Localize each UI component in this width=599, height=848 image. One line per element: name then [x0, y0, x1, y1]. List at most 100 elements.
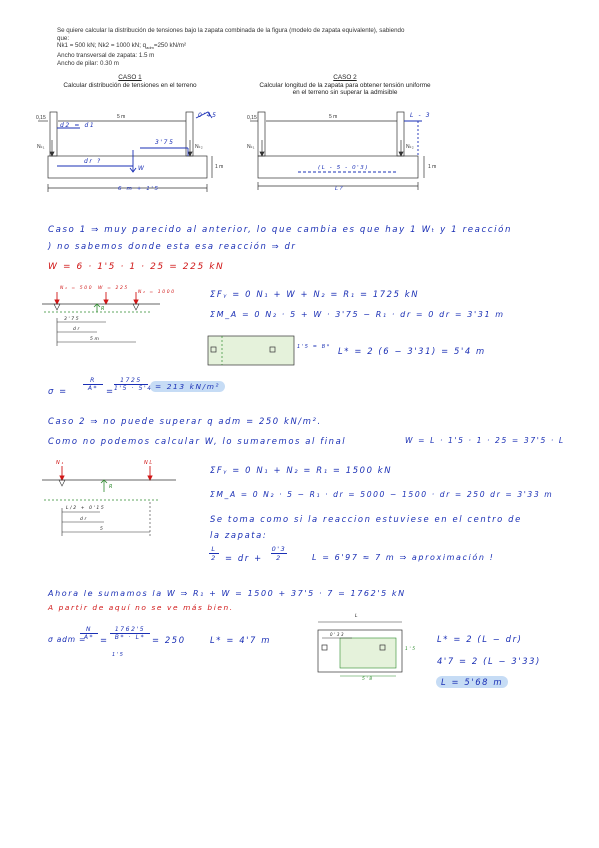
s2-frac-L-den: 2 — [211, 554, 217, 562]
s3-plan-inner: 0'33 — [330, 632, 346, 637]
problem-statement: Se quiere calcular la distribución de te… — [57, 27, 577, 67]
statement-line-5: Ancho de pilar: 0.30 m — [57, 59, 119, 67]
case1-footing-diagram — [38, 111, 213, 192]
s3-frac2-den: B* · L* — [114, 634, 146, 641]
s1-line-2: ) no sabemos donde esta esa reacción ⇒ d… — [48, 241, 297, 251]
s1-eq-sum-moments: ΣM_A = 0 N₂ · 5 + W · 3'75 − R₁ · dr = 0… — [210, 310, 505, 319]
s2-eq-sum-forces: ΣFᵧ = 0 N₁ + N₂ = R₁ = 1500 kN — [210, 465, 393, 475]
s3-sub-15: 1'5 — [112, 652, 125, 658]
s2-line-2: Como no podemos calcular W, lo sumaremos… — [48, 436, 347, 446]
statement-line-3: Nk1 = 500 kN; Nk2 = 1000 kN; qadm=250 kN… — [57, 42, 187, 51]
s2-fig-dr: dr — [80, 517, 88, 522]
s2-frac-03-num: 0'3 — [271, 545, 287, 554]
s3-plan-top: L — [355, 614, 360, 619]
case1-nk2: Nₖ₂ — [195, 144, 203, 150]
s1-sigma-num1: R — [83, 377, 103, 385]
s3-frac1-den: A* — [83, 634, 95, 641]
s2-eq-sum-moments: ΣM_A = 0 N₂ · 5 − R₁ · dr = 5000 − 1500 … — [210, 490, 554, 499]
case2-footing-diagram — [250, 111, 425, 190]
case1-hw-375: 3'75 — [155, 139, 175, 146]
case2-title: CASO 2 — [333, 74, 357, 81]
s2-eq-result: L = 6'97 ≈ 7 m ⇒ aproximación ! — [312, 553, 495, 562]
case1-subtitle: Calcular distribución de tensiones en el… — [63, 81, 197, 89]
s2-frac-L-num: L — [209, 545, 219, 554]
case1-nk1: Nₖ₁ — [37, 144, 45, 150]
s3-plan-side: 1'5 — [405, 647, 417, 652]
s1-fig-w: W = 225 — [98, 286, 129, 291]
case1-dim-015: 0,15 — [36, 115, 46, 121]
case1-dim-5m: 5 m — [117, 114, 126, 120]
case1-hw-045: 0'45 — [198, 112, 218, 119]
case2-dim-015: 0,15 — [247, 115, 257, 121]
s1-sigma-den2: 1'5 · 5'4 — [114, 385, 153, 392]
s1-fig-5m: 5m — [90, 337, 101, 342]
s3-frac1: N A* — [80, 626, 98, 641]
statement-line-2: que: — [57, 34, 70, 42]
case2-subtitle-1: Calcular longitud de la zapata para obte… — [259, 81, 431, 89]
s1-sigma-result: = 213 kN/m² — [150, 381, 226, 392]
s1-sigma-num2: 1725 — [114, 377, 148, 385]
case2-hw-L5: (L - 5 - 0'3) — [318, 165, 370, 171]
case1-title: CASO 1 — [118, 74, 142, 81]
s2-frac-03-den: 2 — [276, 554, 282, 562]
case1-handwriting — [57, 111, 213, 173]
s1-plan-b: 1'5 = B* — [297, 344, 331, 350]
s1-fig-n2: N₂ = 1000 — [138, 290, 176, 295]
s1-sigma-eq: = — [106, 386, 115, 396]
case1-hw-dr: dr ? — [84, 158, 102, 165]
s3-eq-a: L* = 2 (L − dr) — [437, 634, 523, 644]
s3-frac1-num: N — [80, 626, 98, 634]
s2-fig-5: 5 — [100, 527, 105, 532]
s3-equals: = — [100, 635, 109, 645]
case2-nk2: Nₖ₂ — [406, 144, 414, 150]
case2-handwriting — [298, 120, 422, 173]
s2-fig-n1: N₁ — [56, 460, 65, 466]
case2-nk1: Nₖ₁ — [247, 144, 255, 150]
s3-eq-c: L = 5'68 m — [436, 676, 509, 688]
s1-line-1: Caso 1 ⇒ muy parecido al anterior, lo qu… — [48, 225, 512, 235]
s3-sigma-result: L* = 4'7 m — [210, 635, 271, 645]
s1-sigma-label: σ = — [48, 386, 68, 396]
s2-frac-03: 0'3 2 — [271, 545, 287, 562]
s2-fig-r: R — [109, 484, 115, 490]
s3-sigma-eq: = 250 — [152, 635, 186, 645]
s2-fig-n2: NL — [144, 460, 154, 466]
s1-eq-sum-forces: ΣFᵧ = 0 N₁ + W + N₂ = R₁ = 1725 kN — [210, 289, 420, 299]
s3-frac2-num: 1762'5 — [110, 626, 150, 634]
case1-dim-1m: 1 m — [215, 164, 224, 170]
s3-plan-bottom: 5'8 — [362, 677, 374, 682]
case2-dim-5m: 5 m — [329, 114, 338, 120]
s3-eq-b: 4'7 = 2 (L − 3'33) — [437, 656, 541, 666]
s2-fig-lhalf: L/2 + 0'15 — [66, 506, 106, 511]
s2-eq-weight: W = L · 1'5 · 1 · 25 = 37'5 · L — [405, 436, 565, 445]
case2-dim-1m: 1 m — [428, 164, 437, 170]
statement-line-1: Se quiere calcular la distribución de te… — [57, 27, 405, 34]
s1-eq-lstar: L* = 2 (6 − 3'31) = 5'4 m — [338, 346, 486, 356]
case2-hw-L3: L - 3 — [410, 112, 432, 119]
s1-fig-dr: dr — [73, 327, 81, 332]
s2-eq-dr: = dr + — [225, 553, 263, 563]
s1-fig-r: R — [101, 306, 107, 312]
s2-line-1: Caso 2 ⇒ no puede superar q adm = 250 kN… — [48, 416, 322, 426]
s2-frac-L: L 2 — [209, 545, 219, 562]
s2-line-3: Se toma como si la reaccion estuviese en… — [210, 514, 522, 524]
s3-frac2: 1762'5 B* · L* — [110, 626, 150, 641]
s3-line-1: Ahora le sumamos la W ⇒ R₁ + W = 1500 + … — [48, 589, 406, 598]
s1-fig-n1: N₁ = 500 — [60, 286, 94, 291]
case1-hw-w: W — [138, 165, 146, 172]
case1-heading: CASO 1 Calcular distribución de tensione… — [50, 74, 210, 89]
case2-subtitle-2: en el terreno sin superar la admisible — [292, 89, 398, 97]
case1-hw-d2: d2 = d1 — [60, 122, 96, 129]
statement-line-4: Ancho transversal de zapata: 1.5 m — [57, 52, 155, 60]
s3-line-2: A partir de aquí no se ve más bien. — [48, 603, 234, 612]
s1-sigma-frac2: 1725 1'5 · 5'4 — [114, 377, 153, 392]
case2-hw-L: L? — [335, 186, 345, 192]
s1-sigma-frac1: R A* — [83, 377, 103, 392]
case2-heading: CASO 2 Calcular longitud de la zapata pa… — [250, 74, 440, 97]
s1-eq-weight: W = 6 · 1'5 · 1 · 25 = 225 kN — [48, 262, 225, 272]
case1-hw-total: 6 m + 1'5 — [118, 186, 160, 192]
